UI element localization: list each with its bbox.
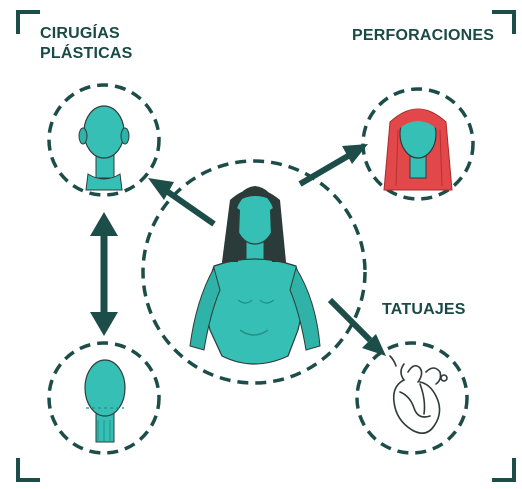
bald-head (78, 105, 130, 191)
circle-bottom-right (355, 341, 469, 455)
frame-corner-top-right (492, 10, 516, 34)
frame-corner-bottom-left (16, 458, 40, 482)
arrow-to-tatuajes (327, 297, 386, 356)
red-haired-head (383, 108, 453, 191)
woman-torso-figure (189, 186, 321, 365)
double-arrow-vertical (90, 212, 118, 336)
circle-center (141, 159, 367, 385)
frame-corner-top-left (16, 10, 40, 34)
label-tatuajes: TATUAJES (382, 301, 466, 318)
label-cirugias-line1: CIRUGÍAS (40, 25, 120, 42)
label-perforaciones: PERFORACIONES (352, 27, 495, 44)
modified-head (84, 359, 126, 443)
frame-corner-bottom-right (492, 458, 516, 482)
circle-bottom-left (47, 341, 161, 455)
circle-top-left (47, 83, 161, 197)
arrow-to-perforaciones (298, 144, 368, 187)
arrow-to-cirugias (148, 178, 216, 227)
frame-brackets (16, 10, 516, 482)
label-cirugias-line2: PLÁSTICAS (40, 45, 133, 62)
heart-line-tattoo (389, 355, 448, 434)
label-cirugias-plasticas: CIRUGÍAS PLÁSTICAS (40, 24, 180, 64)
circle-top-right (361, 87, 475, 201)
